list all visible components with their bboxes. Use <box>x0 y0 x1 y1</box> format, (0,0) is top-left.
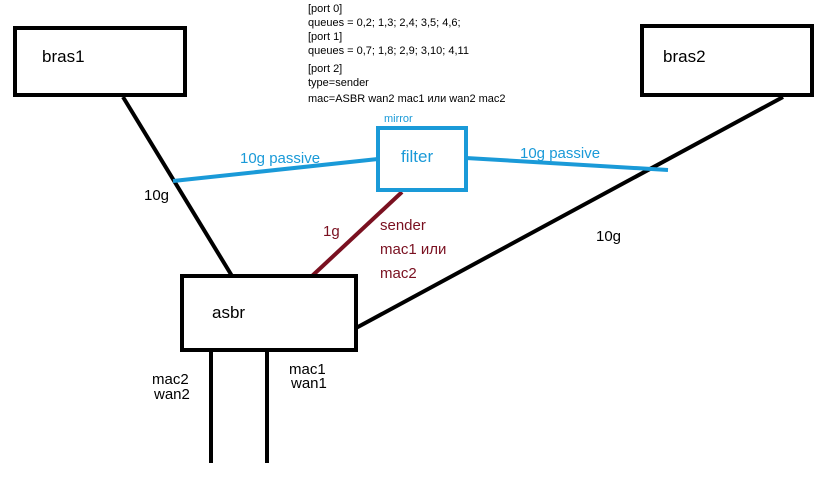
bras2-label: bras2 <box>663 47 706 66</box>
port-left-mac-label: mac2 <box>152 371 189 388</box>
link-bras2-asbr <box>355 95 784 330</box>
config-note-line: queues = 0,7; 1,8; 2,9; 3,10; 4,11 <box>308 45 469 57</box>
asbr-box <box>180 274 358 352</box>
mirror-label: mirror <box>384 113 413 125</box>
link-mirror-right <box>465 156 669 172</box>
config-note-line: mac=ASBR wan2 mac1 или wan2 mac2 <box>308 93 506 105</box>
filter-box <box>376 126 468 192</box>
filter-label: filter <box>401 147 433 166</box>
config-note-line: [port 1] <box>308 31 342 43</box>
passive-link-left-label: 10g passive <box>240 150 320 167</box>
bras1-link-speed-label: 10g <box>144 187 169 204</box>
link-filter-asbr <box>310 190 404 278</box>
asbr-label: asbr <box>212 303 245 322</box>
config-note-line: [port 0] <box>308 3 342 15</box>
bras2-box <box>640 24 814 97</box>
port-right-wan-label: wan1 <box>290 375 327 392</box>
port-right-mac-label: mac1 <box>289 361 326 378</box>
sender-link-speed-label: 1g <box>323 223 340 240</box>
sender-label-line: mac1 или <box>380 241 446 258</box>
link-bras1-asbr <box>121 95 234 278</box>
bras1-label: bras1 <box>42 47 85 66</box>
link-mirror-left <box>172 157 379 183</box>
config-note-line: queues = 0,2; 1,3; 2,4; 3,5; 4,6; <box>308 17 461 29</box>
sender-label-line: mac2 <box>380 265 417 282</box>
config-note-line: [port 2] <box>308 63 342 75</box>
bras2-link-speed-label: 10g <box>596 228 621 245</box>
port-left-wan-label: wan2 <box>153 386 190 403</box>
sender-label-line: sender <box>380 217 426 234</box>
passive-link-right-label: 10g passive <box>520 145 600 162</box>
config-note-line: type=sender <box>308 77 369 89</box>
bras1-box <box>13 26 187 97</box>
